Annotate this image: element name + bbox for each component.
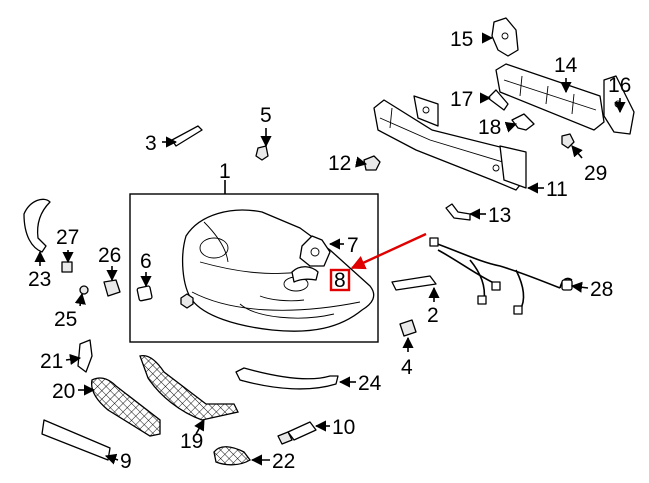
bracket-3 xyxy=(171,125,203,147)
bolt-5 xyxy=(255,145,269,161)
callout-16: 16 xyxy=(608,74,631,97)
callout-19: 19 xyxy=(180,430,203,453)
callout-6: 6 xyxy=(140,250,152,273)
bolt-29 xyxy=(561,133,575,149)
clip-26 xyxy=(103,279,121,297)
callout-4: 4 xyxy=(401,356,413,379)
bracket-18 xyxy=(511,113,535,131)
bushing-4 xyxy=(399,319,417,337)
retainer-2 xyxy=(391,275,437,291)
clip-12 xyxy=(363,155,381,171)
callout-5: 5 xyxy=(260,104,272,127)
callout-11: 11 xyxy=(546,178,568,201)
washer-nozzle-10 xyxy=(277,421,317,445)
callout-27: 27 xyxy=(56,226,79,249)
callout-23: 23 xyxy=(28,268,51,291)
clip-17 xyxy=(487,89,509,111)
callout-2: 2 xyxy=(427,304,439,327)
callout-3: 3 xyxy=(145,132,157,155)
callout-1: 1 xyxy=(219,160,231,183)
callout-9: 9 xyxy=(120,450,132,473)
callout-7: 7 xyxy=(347,234,359,257)
highlight-group xyxy=(329,232,427,292)
callout-18: 18 xyxy=(478,116,501,139)
clip-27 xyxy=(61,261,73,273)
bumper-cover-group xyxy=(129,180,379,343)
callout-21: 21 xyxy=(40,350,63,373)
clip-nut xyxy=(180,293,194,309)
callout-12: 12 xyxy=(328,152,351,175)
cap-6 xyxy=(136,285,153,302)
callout-15: 15 xyxy=(450,28,473,51)
grille-20 xyxy=(90,377,161,437)
bracket-23 xyxy=(23,198,51,253)
callout-26: 26 xyxy=(98,244,121,267)
highlight-arrow xyxy=(350,232,427,270)
mount-bracket-7 xyxy=(299,235,331,267)
callout-20: 20 xyxy=(52,380,75,403)
molding-24 xyxy=(235,367,339,390)
leader-lines xyxy=(34,32,626,466)
bracket-21 xyxy=(77,339,93,373)
callout-numbers: 1 2 3 4 5 6 7 8 9 10 11 12 13 14 15 16 1… xyxy=(28,28,631,473)
callout-22: 22 xyxy=(272,450,295,473)
energy-absorber-14 xyxy=(495,63,605,131)
bracket-15 xyxy=(491,17,519,57)
callout-17: 17 xyxy=(450,88,473,111)
callout-13: 13 xyxy=(488,204,511,227)
sensor-13 xyxy=(445,203,471,221)
wiring-harness-28 xyxy=(429,237,573,315)
callout-8: 8 xyxy=(334,269,346,292)
callout-25: 25 xyxy=(54,308,77,331)
bracket-8 xyxy=(291,266,319,283)
grille-19 xyxy=(139,354,239,421)
grille-22 xyxy=(213,446,251,466)
impact-bar-11 xyxy=(373,95,527,191)
callout-24: 24 xyxy=(358,372,382,395)
callout-14: 14 xyxy=(554,54,578,77)
clip-25 xyxy=(79,285,89,295)
highlight-box xyxy=(329,268,351,292)
license-plate-bracket-9 xyxy=(41,419,111,461)
callout-28: 28 xyxy=(590,278,613,301)
callout-29: 29 xyxy=(584,162,607,185)
callout-10: 10 xyxy=(332,416,355,439)
